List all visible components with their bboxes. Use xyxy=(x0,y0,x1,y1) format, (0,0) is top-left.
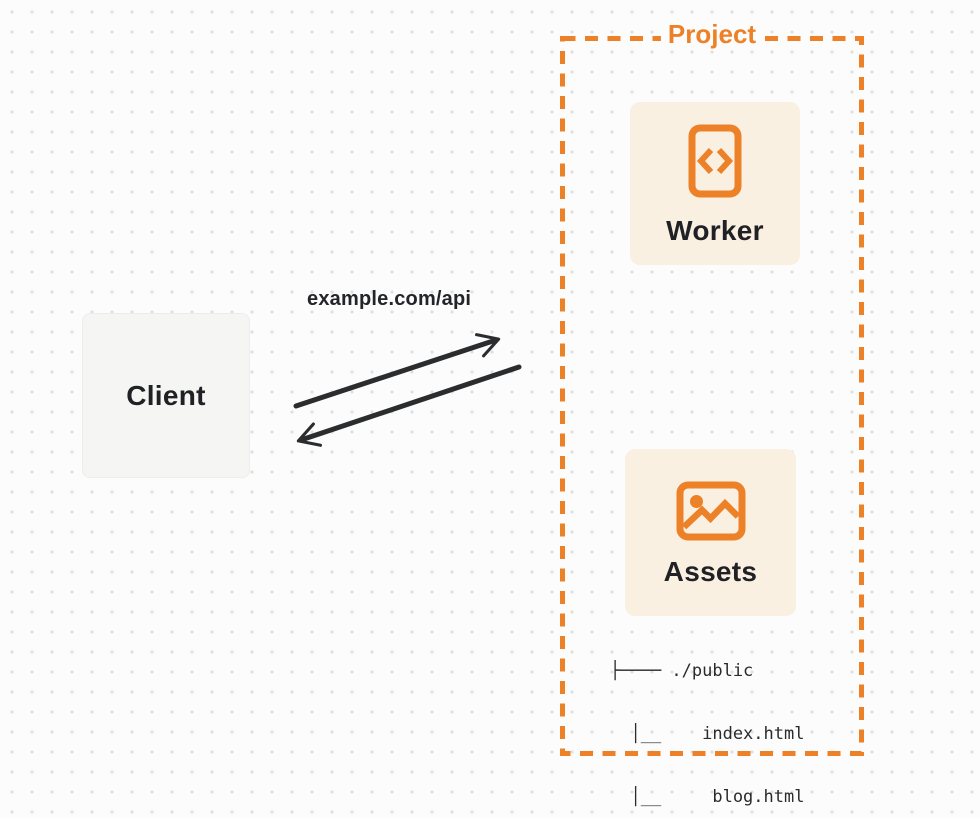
client-label: Client xyxy=(126,379,206,411)
file-tree-line-public: ├──── ./public xyxy=(610,661,754,681)
worker-node: Worker xyxy=(630,102,800,265)
image-icon xyxy=(676,481,745,541)
project-title: Project xyxy=(660,19,764,50)
worker-label: Worker xyxy=(666,215,764,246)
request-arrow xyxy=(293,333,501,409)
file-tree-line-blog: │__ blog.html xyxy=(610,787,805,807)
project-dashed-border xyxy=(560,36,864,756)
request-url-label: example.com/api xyxy=(307,288,472,310)
file-tree-line-index: │__ index.html xyxy=(610,724,805,744)
code-file-icon xyxy=(688,124,742,198)
response-arrow xyxy=(296,364,522,447)
client-node: Client xyxy=(82,313,250,478)
file-tree: ├──── ./public │__ index.html │__ blog.h… xyxy=(610,619,804,818)
assets-node: Assets xyxy=(625,449,796,616)
assets-label: Assets xyxy=(663,556,758,587)
project-container: Project Worker Assets ├──── ./public │__… xyxy=(560,19,864,807)
